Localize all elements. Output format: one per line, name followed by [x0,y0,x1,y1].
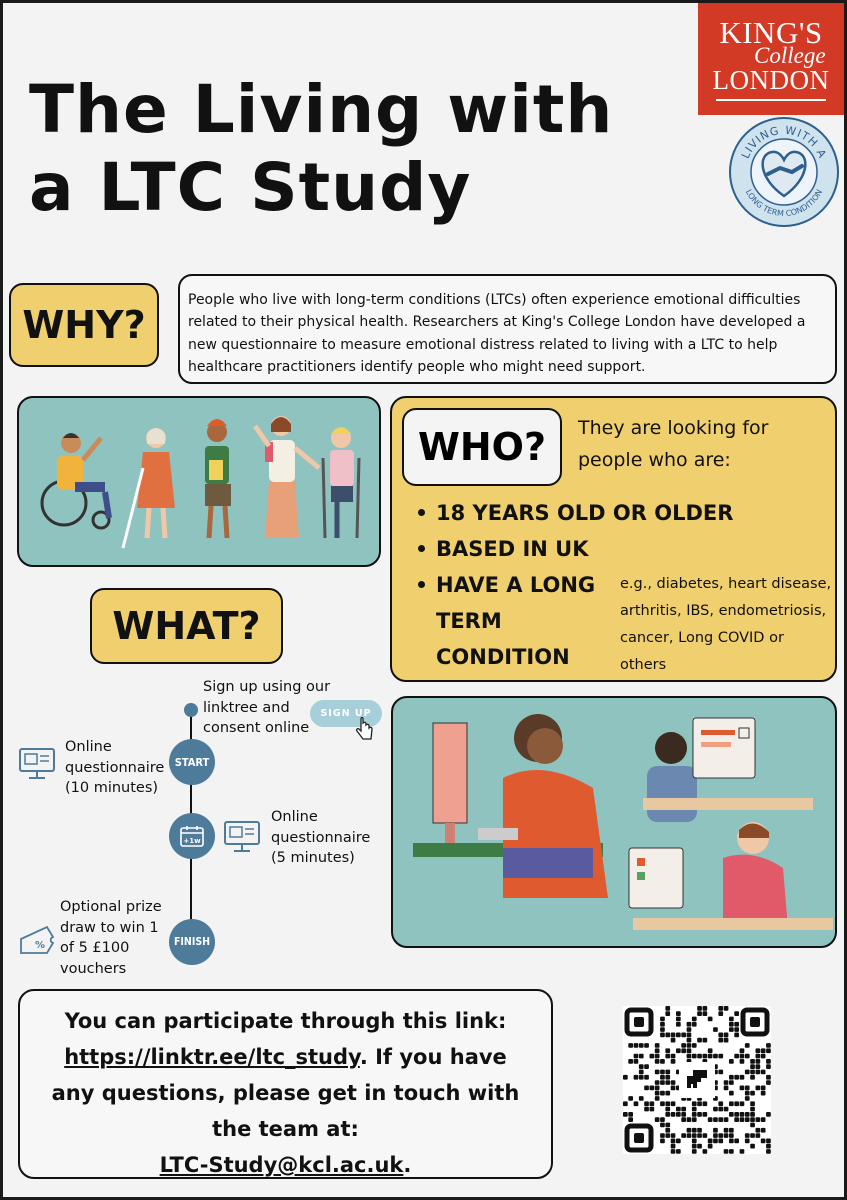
bullet-icon [418,581,425,588]
person-waving [252,416,321,538]
logo-line-2: College [754,43,826,68]
linktree-link[interactable]: https://linktr.ee/ltc_study [64,1045,360,1069]
title-line-1: The Living with [29,71,614,148]
coworker-back [643,717,813,822]
study-seal-logo: LIVING WITH A LONG TERM CONDITION [729,117,839,227]
step2-text: Online questionnaire (5 minutes) [271,809,371,866]
calendar-icon: +1w [180,826,204,847]
email-link[interactable]: LTC-Study@kcl.ac.uk [159,1153,404,1177]
poster: The Living with a LTC Study KING'S Colle… [3,3,844,1197]
week-label: +1w [183,837,201,845]
who-section: WHO? They are looking for people who are… [390,396,837,682]
pointer-hand-icon [355,717,373,740]
criterion-location: BASED IN UK [418,531,748,567]
who-lead-text: They are looking for people who are: [578,417,769,471]
kcl-logo: KING'S College LONDON [698,3,844,115]
finish-node: FINISH [169,919,215,965]
logo-line-1: KING'S [719,15,823,50]
participation-info: You can participate through this link: h… [18,989,553,1179]
man-at-desk [478,714,608,898]
why-label: WHY? [9,283,159,367]
person-wheelchair [40,433,112,530]
bullet-icon [418,545,425,552]
svg-text:%: % [35,940,45,951]
logo-rule [716,99,826,101]
why-description: People who live with long-term condition… [178,274,837,384]
signup-instructions: Sign up using our linktree and consent o… [203,679,331,736]
person-with-cane [121,428,175,549]
what-label: WHAT? [90,588,283,664]
page-title: The Living with a LTC Study [29,71,699,227]
cta-line-5: LTC-Study@kcl.ac.uk. [159,1153,412,1177]
office-illustration [391,696,837,948]
people-illustration [17,396,381,567]
criterion-condition: HAVE A LONG TERM CONDITION [418,567,608,675]
title-line-2: a LTC Study [29,149,472,226]
cta-line-2: https://linktr.ee/ltc_study. If you have [64,1045,507,1069]
cta-line-4: the team at: [212,1117,359,1141]
person-with-books [205,419,231,539]
timeline-start-dot [184,703,198,717]
dinosaur-icon [687,1070,707,1088]
cta-line-1: You can participate through this link: [64,1009,507,1033]
prize-text: Optional prize draw to win 1 of 5 £100 v… [60,899,162,977]
start-node: START [169,739,215,785]
monitor-left [432,722,468,843]
week-node: +1w [169,813,215,859]
voucher-icon: % [20,925,55,954]
person-with-crutches [321,427,361,539]
step1-text: Online questionnaire (10 minutes) [65,739,165,796]
computer-icon [224,821,260,852]
signup-button[interactable]: SIGN UP [310,700,382,727]
cta-line-3: any questions, please get in touch with [51,1081,520,1105]
woman-with-laptop [628,822,833,930]
logo-line-3: LONDON [712,65,830,95]
qr-code[interactable] [623,1006,771,1154]
condition-examples: e.g., diabetes, heart disease, arthritis… [620,576,832,673]
computer-icon [19,748,55,779]
criterion-age: 18 YEARS OLD OR OLDER [418,495,748,531]
bullet-icon [418,509,425,516]
who-label: WHO? [402,408,562,486]
